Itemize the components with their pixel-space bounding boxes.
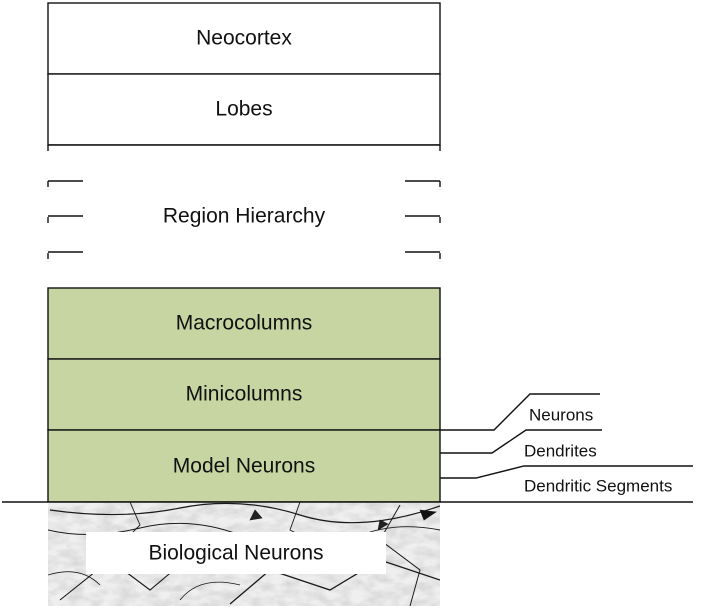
layer-minicolumns: Minicolumns [47, 358, 441, 431]
layer-region-hierarchy: Region Hierarchy [47, 144, 441, 288]
layer-fill [48, 145, 440, 288]
callout-dendritic-segments: Dendritic Segments [440, 465, 693, 495]
callout-label: Neurons [529, 405, 593, 424]
layer-box [47, 358, 441, 431]
layer-label: Minicolumns [186, 383, 303, 406]
layer-label: Macrocolumns [176, 312, 313, 335]
callout-neurons: Neurons [440, 393, 600, 431]
bio-label-box [86, 532, 386, 574]
layer-box [47, 73, 441, 146]
layer-lobes: Lobes [47, 73, 441, 146]
callout-leader [440, 429, 602, 454]
callout-label: Dendritic Segments [524, 476, 672, 495]
neuron-fibers [48, 502, 440, 606]
layer-label: Lobes [215, 98, 272, 121]
bio-label: Biological Neurons [148, 542, 323, 565]
callout-leader [440, 465, 693, 479]
layer-neocortex: Neocortex [47, 2, 441, 75]
callout-leader [440, 393, 600, 431]
layer-macrocolumns: Macrocolumns [47, 287, 441, 360]
layer-model-neurons: Model Neurons [47, 429, 441, 503]
layer-box [47, 429, 441, 503]
biological-neurons-image: Biological Neurons [48, 502, 440, 606]
layer-label: Region Hierarchy [163, 205, 326, 228]
layer-label: Neocortex [196, 27, 292, 50]
layer-label: Model Neurons [173, 455, 315, 478]
layer-box [47, 2, 441, 75]
callout-dendrites: Dendrites [440, 429, 602, 460]
callout-label: Dendrites [524, 441, 597, 460]
